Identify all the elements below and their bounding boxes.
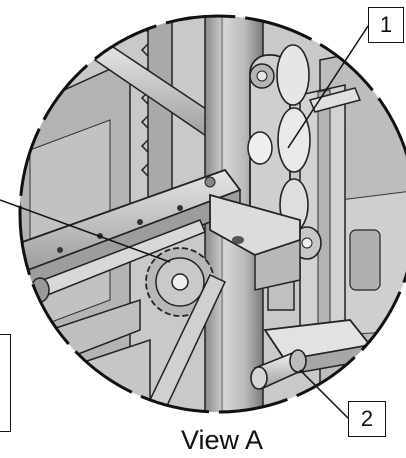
channel-upright: [299, 84, 362, 371]
callout-1: 1: [368, 7, 404, 43]
adjacent-panel-edge: [0, 334, 11, 432]
callout-2: 2: [348, 401, 386, 437]
pin: [250, 349, 307, 390]
callout-2-number: 2: [360, 406, 374, 431]
leader-line-offscreen: [0, 199, 171, 263]
callout-1-number: 1: [379, 12, 393, 37]
leader-line-1: [287, 25, 369, 149]
sprocket-gear: [145, 247, 215, 317]
leader-line-2: [299, 369, 349, 419]
mounting-bracket: [209, 193, 301, 291]
view-circle-outline: [18, 14, 406, 414]
view-label: View A: [180, 425, 264, 455]
base-plate: [263, 319, 372, 376]
